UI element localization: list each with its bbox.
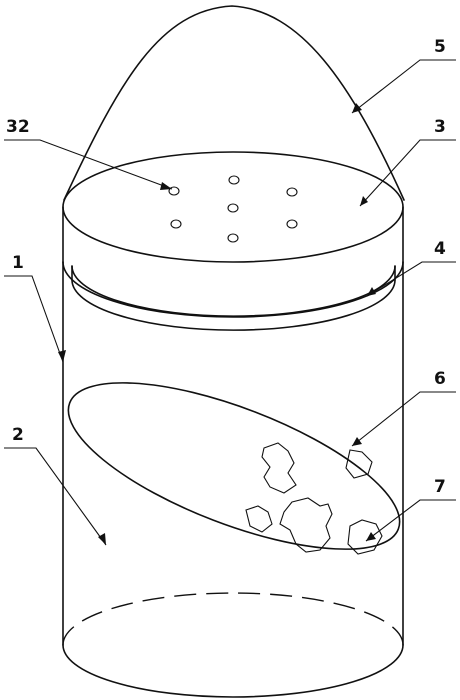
label-2: 2 — [12, 425, 24, 445]
leader-2 — [4, 447, 107, 546]
vent-hole — [227, 233, 239, 243]
vent-hole — [227, 203, 239, 213]
label-5: 5 — [434, 37, 446, 57]
mesh-line-vertical — [196, 400, 218, 540]
mesh-line-vertical — [408, 400, 430, 540]
food-particles — [245, 442, 383, 555]
vent-hole — [170, 219, 182, 229]
label-1: 1 — [12, 253, 24, 273]
particle — [245, 505, 273, 533]
callouts: 32 5 3 4 1 2 6 7 — [4, 37, 456, 546]
leader-5 — [351, 59, 456, 114]
conical-cap — [63, 5, 405, 201]
lid-top — [62, 151, 404, 263]
leader-4 — [366, 261, 456, 297]
sealing-ring-top — [71, 265, 396, 317]
mesh-line-vertical — [387, 400, 409, 540]
particle — [345, 449, 373, 479]
label-7: 7 — [434, 477, 446, 497]
leader-1 — [4, 275, 64, 363]
leader-6 — [351, 391, 456, 447]
vent-hole — [168, 186, 180, 196]
bottom-front — [62, 644, 404, 698]
leader-3 — [359, 139, 456, 207]
arrowheads — [58, 103, 376, 545]
mesh-line-vertical — [281, 400, 303, 540]
sealing-ring — [71, 279, 396, 331]
label-6: 6 — [434, 369, 446, 389]
label-3: 3 — [434, 117, 446, 137]
mesh-line-vertical — [323, 400, 345, 540]
label-4: 4 — [434, 239, 446, 259]
particle — [261, 442, 297, 494]
mesh-line-vertical — [217, 400, 239, 540]
vent-hole — [286, 187, 298, 197]
vent-holes — [168, 175, 298, 243]
label-32: 32 — [6, 117, 30, 137]
mesh-line-vertical — [302, 400, 324, 540]
particle — [347, 519, 383, 555]
mesh-screen — [67, 382, 401, 550]
vent-hole — [228, 175, 240, 185]
bottom-back — [62, 592, 404, 646]
vent-hole — [286, 219, 298, 229]
leader-7 — [365, 499, 456, 542]
mesh-line-vertical — [238, 400, 260, 540]
leader-32 — [4, 139, 173, 190]
particle — [279, 497, 333, 553]
lid-bottom-edge — [62, 261, 404, 318]
